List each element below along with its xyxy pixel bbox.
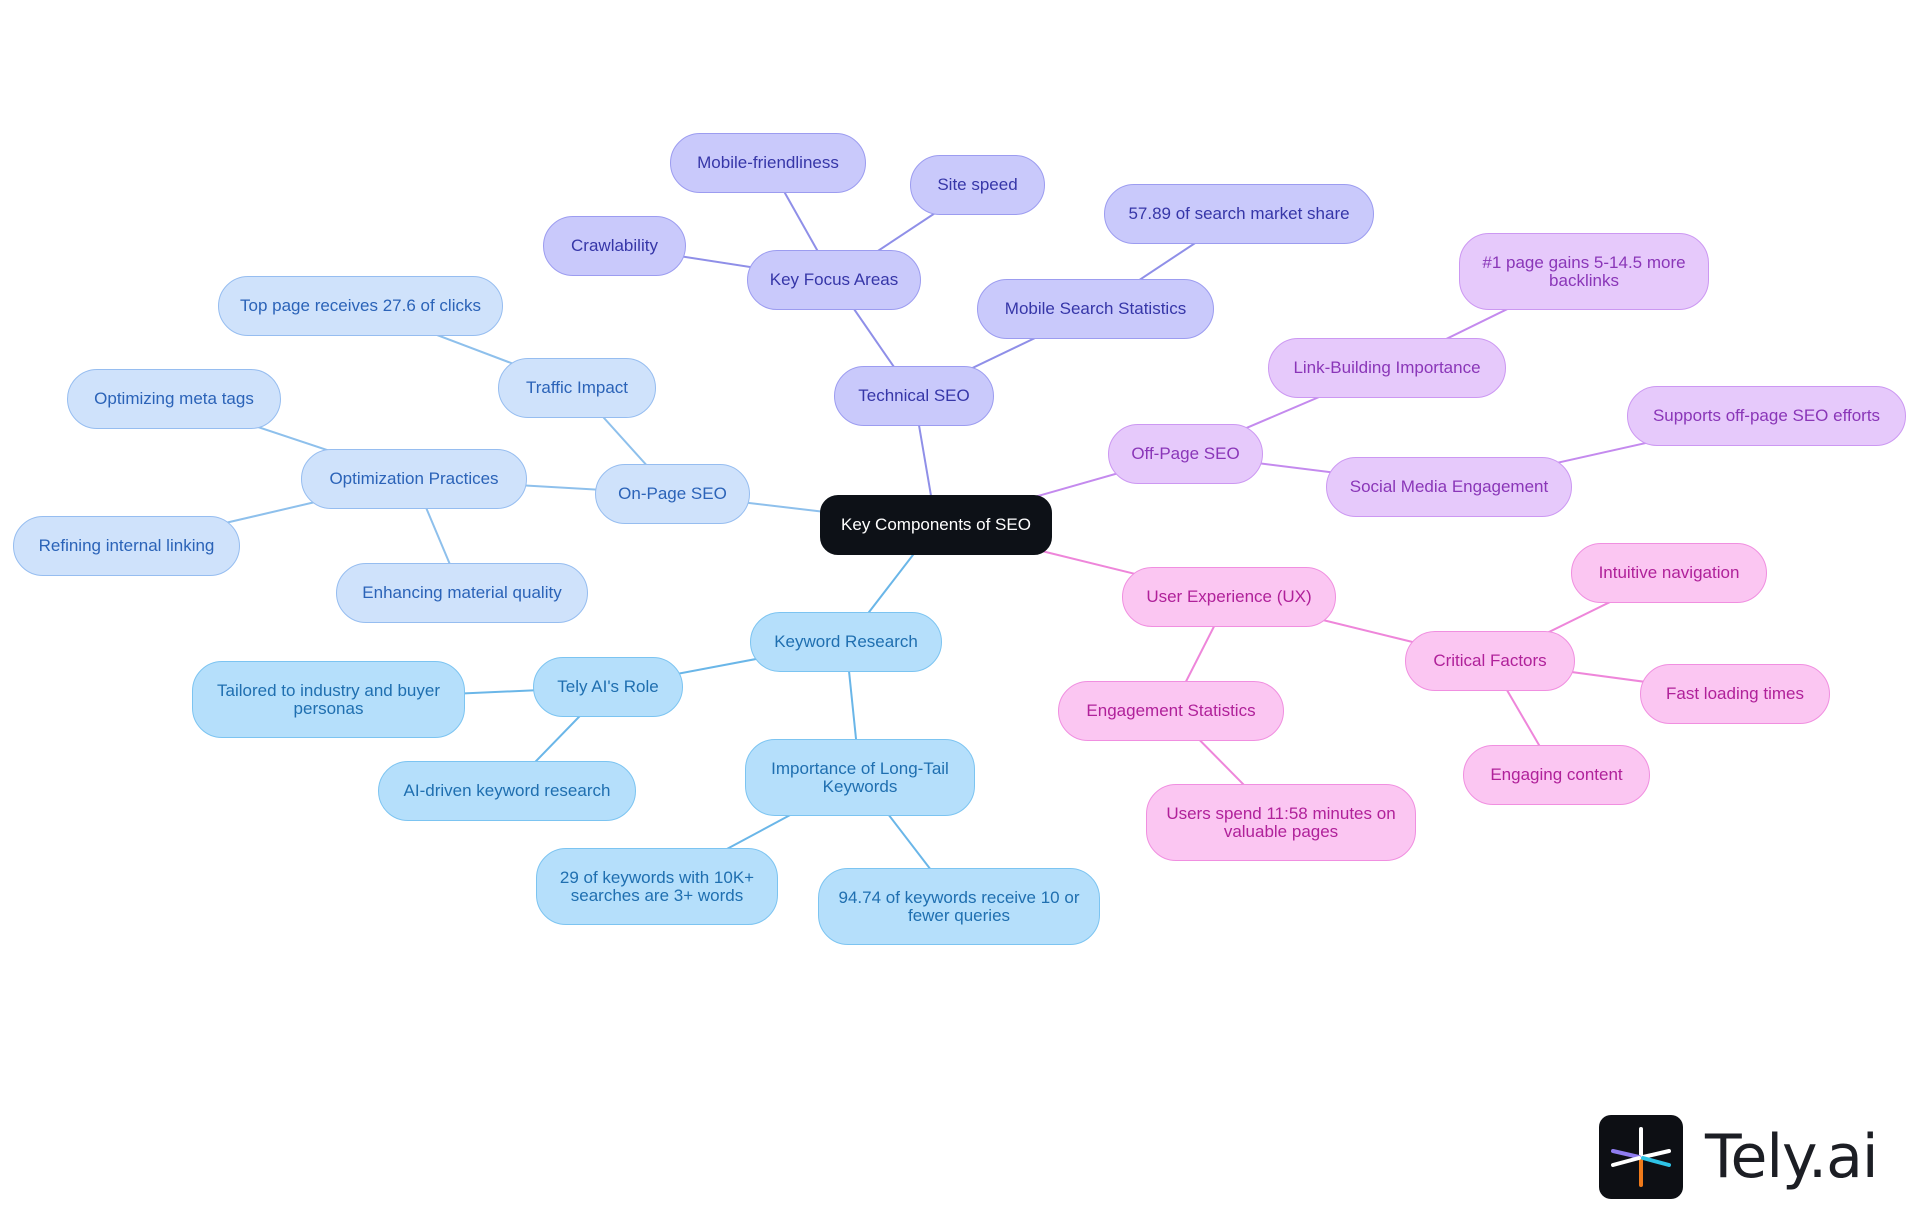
node-onpage: On-Page SEO [595, 464, 750, 524]
node-offpage: Off-Page SEO [1108, 424, 1263, 484]
node-backlinks: #1 page gains 5-14.5 more backlinks [1459, 233, 1709, 310]
node-meta: Optimizing meta tags [67, 369, 281, 429]
node-kr: Keyword Research [750, 612, 942, 672]
tely-logo: Tely.ai [1599, 1115, 1889, 1199]
node-intuitive: Intuitive navigation [1571, 543, 1767, 603]
node-optprac: Optimization Practices [301, 449, 527, 509]
node-tailored: Tailored to industry and buyer personas [192, 661, 465, 738]
node-mobile: Mobile-friendliness [670, 133, 866, 193]
node-kw9474: 94.74 of keywords receive 10 or fewer qu… [818, 868, 1100, 945]
node-social: Social Media Engagement [1326, 457, 1572, 517]
node-speed: Site speed [910, 155, 1045, 215]
node-focus: Key Focus Areas [747, 250, 921, 310]
node-toppage: Top page receives 27.6 of clicks [218, 276, 503, 336]
node-root: Key Components of SEO [820, 495, 1052, 555]
node-supports: Supports off-page SEO efforts [1627, 386, 1906, 446]
node-crawl: Crawlability [543, 216, 686, 276]
node-fast: Fast loading times [1640, 664, 1830, 724]
node-aidriven: AI-driven keyword research [378, 761, 636, 821]
node-mstats: Mobile Search Statistics [977, 279, 1214, 339]
node-critical: Critical Factors [1405, 631, 1575, 691]
node-ux: User Experience (UX) [1122, 567, 1336, 627]
tely-logo-wordmark: Tely.ai [1705, 1122, 1879, 1192]
node-estats: Engagement Statistics [1058, 681, 1284, 741]
node-tech: Technical SEO [834, 366, 994, 426]
node-longtail: Importance of Long-Tail Keywords [745, 739, 975, 816]
node-users: Users spend 11:58 minutes on valuable pa… [1146, 784, 1416, 861]
node-kw29: 29 of keywords with 10K+ searches are 3+… [536, 848, 778, 925]
node-share: 57.89 of search market share [1104, 184, 1374, 244]
node-engaging: Engaging content [1463, 745, 1650, 805]
tely-asterisk-logo-icon [1599, 1115, 1683, 1199]
node-material: Enhancing material quality [336, 563, 588, 623]
node-tely: Tely AI's Role [533, 657, 683, 717]
node-traffic: Traffic Impact [498, 358, 656, 418]
node-internal: Refining internal linking [13, 516, 240, 576]
node-linkimp: Link-Building Importance [1268, 338, 1506, 398]
